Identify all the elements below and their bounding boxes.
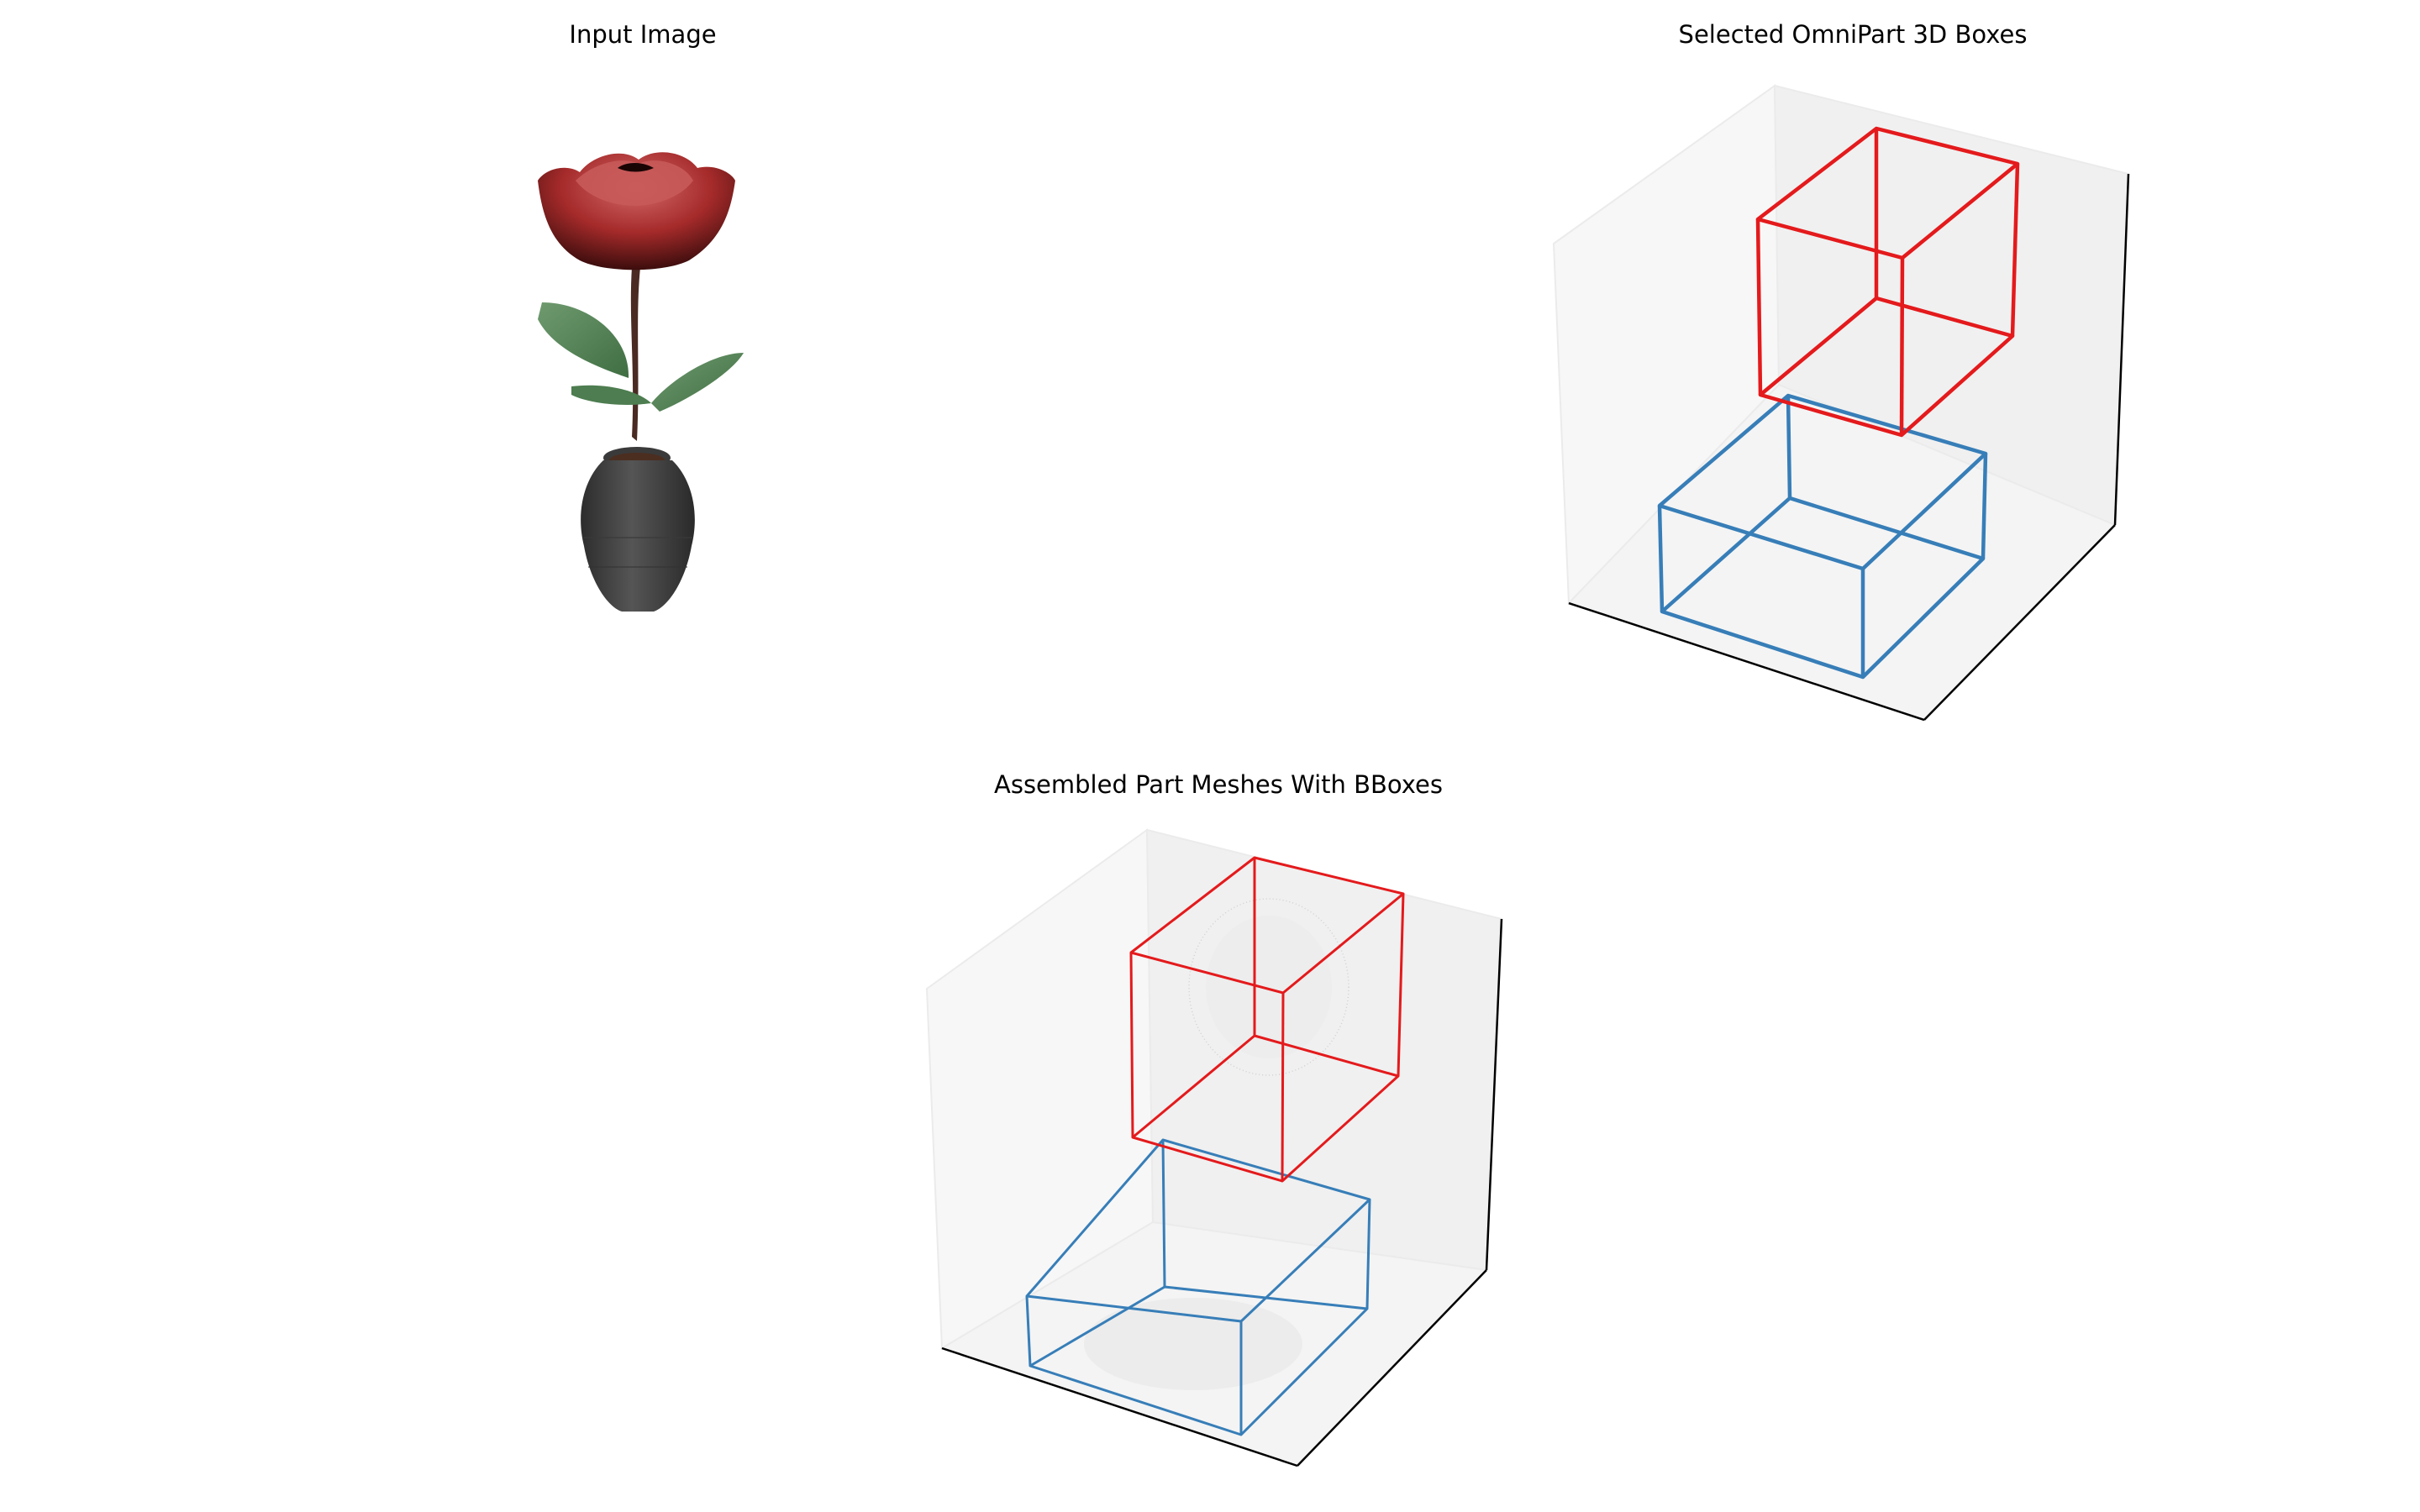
pointcloud-vase — [1084, 1298, 1302, 1390]
panel-title-boxes: Selected OmniPart 3D Boxes — [1678, 20, 2028, 49]
rose-center — [618, 163, 654, 172]
axis-y — [1297, 1269, 1487, 1467]
axes3d-assembled — [925, 828, 1503, 1467]
leaf-bottom-left — [571, 385, 651, 405]
bbox-blue — [1025, 1138, 1371, 1436]
input-image — [538, 152, 744, 612]
bbox-blue — [1657, 393, 1988, 680]
axis-z — [1485, 918, 1503, 1271]
rose-stem — [630, 267, 640, 441]
axis-z — [2113, 173, 2130, 526]
panel-title-input: Input Image — [569, 20, 717, 49]
axes3d-boxes — [1552, 84, 2130, 722]
panel-title-assembled: Assembled Part Meshes With BBoxes — [994, 770, 1443, 799]
bbox-red — [1755, 126, 2020, 438]
bbox-red — [1129, 856, 1405, 1183]
leaf-left — [538, 302, 629, 378]
axis-x — [941, 1347, 1298, 1467]
pane-right — [1145, 828, 1503, 1272]
axis-y — [1923, 524, 2116, 721]
pointcloud-flower — [1188, 898, 1349, 1076]
leaf-right — [651, 353, 744, 412]
axis-x — [1568, 601, 1925, 722]
vase-body — [581, 460, 695, 612]
rose-petals-inner — [576, 160, 693, 206]
